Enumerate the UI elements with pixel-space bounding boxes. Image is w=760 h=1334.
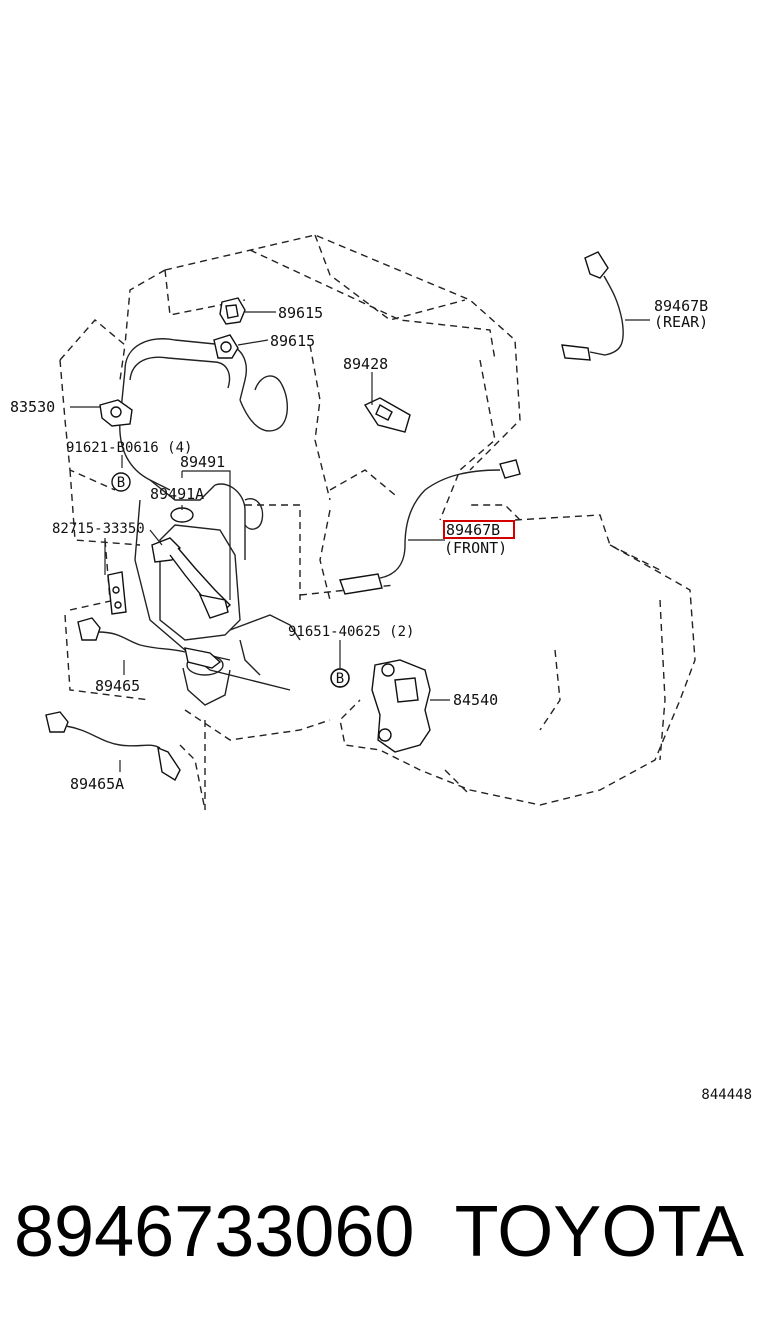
brand-title: TOYOTA [455,1192,744,1272]
circle-b-label: B [117,475,125,491]
label-83530[interactable]: 83530 [10,398,55,416]
bracket-82715 [107,571,127,615]
label-84540[interactable]: 84540 [453,691,498,709]
gasket-89491a [170,507,194,523]
leader-lines [70,311,650,772]
highlight-box [443,520,515,539]
label-82715[interactable]: 82715-33350 [52,521,145,537]
circle-b-marker-1: B [111,472,131,492]
oxygen-sensor-89465a [45,711,181,781]
label-89428[interactable]: 89428 [343,355,388,373]
air-fuel-sensor-89491 [151,537,232,619]
oxygen-sensor-89467b-front [339,459,521,595]
oxygen-sensor-89465 [77,617,222,669]
label-89467b-rear[interactable]: 89467B [654,297,708,315]
neutral-switch-84540 [371,659,431,753]
label-rear: (REAR) [654,313,708,331]
oxygen-sensor-89467b-rear [561,251,624,361]
label-89467b-front[interactable]: 89467B [446,521,500,539]
circle-b-label: B [336,671,344,687]
vacuum-sensor-83530 [99,399,133,427]
label-89465[interactable]: 89465 [95,677,140,695]
label-89491[interactable]: 89491 [180,453,225,471]
knock-sensor-89615-bottom [213,334,239,359]
engine-outline [59,234,696,811]
knock-sensor-89615-top [219,297,246,325]
label-89615-bottom[interactable]: 89615 [270,332,315,350]
circle-b-marker-2: B [330,668,350,688]
diagram-reference-code: 844448 [701,1087,752,1103]
intake-manifold [119,338,301,706]
label-89465a[interactable]: 89465A [70,775,124,793]
part-number-title: 8946733060 [14,1192,414,1272]
label-front: (FRONT) [444,539,507,557]
label-89615-top[interactable]: 89615 [278,304,323,322]
label-91621[interactable]: 91621-B0616 (4) [66,440,192,456]
label-89491a[interactable]: 89491A [150,485,204,503]
water-temp-sensor-89428 [363,397,411,433]
label-91651[interactable]: 91651-40625 (2) [288,624,414,640]
